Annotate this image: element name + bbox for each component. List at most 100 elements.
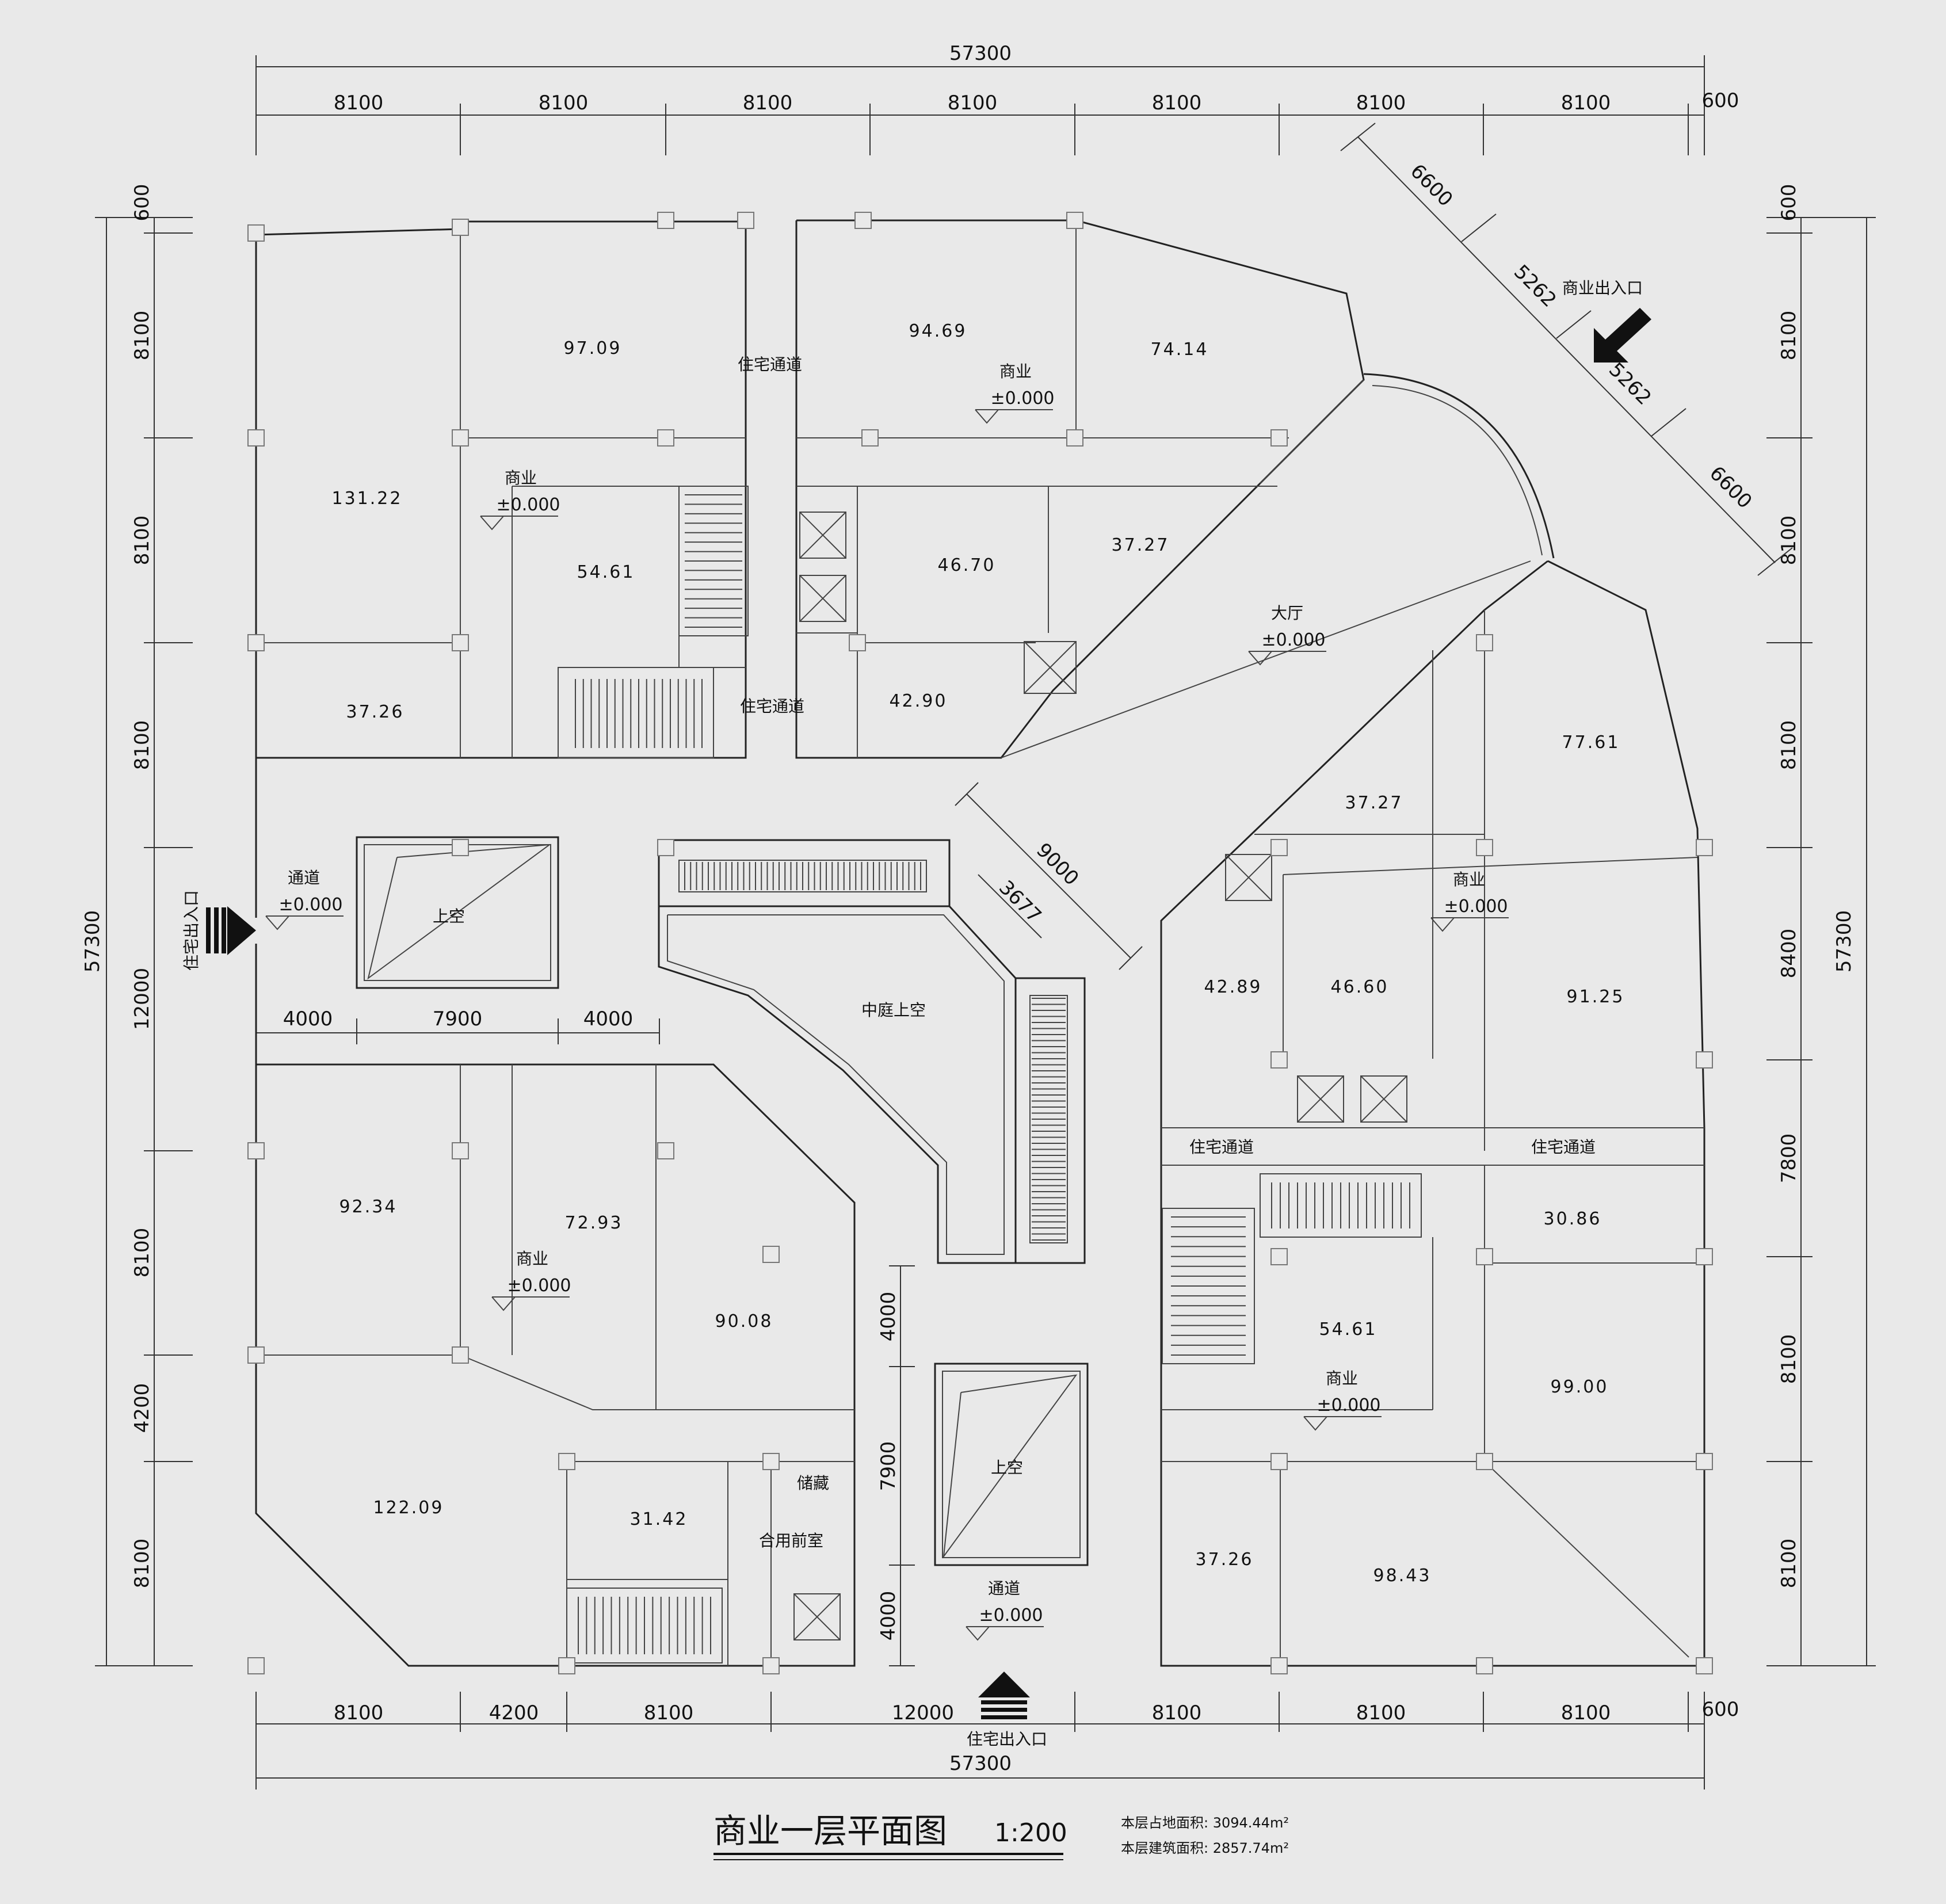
- dim-bottom-2: 4200: [489, 1701, 539, 1724]
- dim-atrium-3677: 3677: [994, 876, 1046, 927]
- elevation-lobby: ±0.000: [1261, 630, 1325, 650]
- residential-entrance-arrow-south: [978, 1672, 1030, 1719]
- dim-bottom-4: 12000: [892, 1701, 954, 1724]
- dim-left-3: 8100: [131, 516, 154, 566]
- shared-anteroom-label: 合用前室: [759, 1531, 823, 1550]
- dim-mid-col-2: 7900: [877, 1441, 900, 1491]
- dim-mid-col-3: 4000: [877, 1591, 900, 1641]
- atrium-void: [658, 905, 1017, 1264]
- commerce-label-se: 商业: [1326, 1369, 1358, 1388]
- room-area-37-26-nw: 37.26: [346, 702, 405, 722]
- room-area-92-34: 92.34: [339, 1197, 398, 1217]
- escalator-vertical: [1014, 977, 1086, 1264]
- dim-right-7: 8100: [1777, 1334, 1800, 1384]
- residential-entrance-label-west: 住宅出入口: [182, 890, 201, 971]
- dim-right-2: 8100: [1777, 311, 1800, 361]
- escalator-horizontal: [658, 839, 951, 907]
- void-label-west: 上空: [433, 907, 465, 926]
- room-area-46-70: 46.70: [938, 555, 996, 575]
- mid-row-dims: 4000 7900 4000: [255, 1008, 660, 1044]
- room-area-91-25: 91.25: [1567, 987, 1625, 1007]
- room-area-97-09: 97.09: [564, 338, 622, 358]
- residential-corridor-label-3: 住宅通道: [1189, 1138, 1254, 1157]
- dim-left-8: 8100: [131, 1539, 154, 1589]
- elevation-ne: ±0.000: [990, 388, 1054, 409]
- dim-diag-4: 6600: [1705, 461, 1756, 513]
- dim-bottom-total: 57300: [949, 1752, 1012, 1775]
- top-dimension-chain: 57300 8100 8100 8100 8100 8100 8100 8100…: [255, 42, 1739, 155]
- dim-top-8: 600: [1702, 89, 1739, 112]
- dim-top-total: 57300: [949, 42, 1012, 65]
- room-area-37-27-ne: 37.27: [1112, 535, 1170, 555]
- elevation-e: ±0.000: [1444, 896, 1508, 917]
- commercial-entrance-arrow: [1594, 308, 1651, 363]
- dim-right-total: 57300: [1833, 910, 1856, 972]
- dim-bottom-7: 8100: [1561, 1701, 1611, 1724]
- room-area-94-69: 94.69: [909, 321, 967, 341]
- dim-top-4: 8100: [948, 91, 998, 115]
- elevation-se: ±0.000: [1317, 1395, 1380, 1415]
- dim-right-5: 8400: [1777, 929, 1800, 979]
- dim-diag-3: 5262: [1604, 358, 1655, 409]
- dim-mid-row-3: 4000: [583, 1008, 634, 1031]
- exterior-walls: [255, 219, 1705, 1667]
- storage-label: 储藏: [797, 1474, 829, 1493]
- diagonal-dimension-chain: 6600 5262 5262 6600: [1340, 123, 1793, 576]
- commerce-label-nw: 商业: [505, 468, 537, 487]
- site-area-stat: 本层占地面积: 3094.44m²: [1121, 1815, 1289, 1831]
- elevator-east-3: [1360, 1075, 1407, 1123]
- atrium-void-label: 中庭上空: [861, 1001, 926, 1020]
- structural-columns: [247, 212, 1713, 1674]
- stair-nw-2: [558, 667, 714, 758]
- stair-east-1: [1260, 1173, 1422, 1238]
- room-area-54-61-nw: 54.61: [577, 562, 635, 582]
- residential-corridor-label-1: 住宅通道: [738, 355, 802, 374]
- elevation-passage-west: ±0.000: [278, 895, 342, 915]
- commercial-entrance-label: 商业出入口: [1562, 278, 1643, 297]
- room-area-72-93: 72.93: [565, 1213, 623, 1233]
- dim-top-1: 8100: [334, 91, 384, 115]
- interior-walls: [256, 220, 1704, 1666]
- dim-left-2: 8100: [131, 311, 154, 361]
- room-area-122-09: 122.09: [373, 1498, 444, 1518]
- dim-mid-row-2: 7900: [433, 1008, 483, 1031]
- room-area-37-26-se: 37.26: [1196, 1550, 1254, 1570]
- dim-right-4: 8100: [1777, 720, 1800, 770]
- void-label-south: 上空: [991, 1458, 1023, 1477]
- passage-label-south: 通道: [988, 1579, 1020, 1598]
- right-dimension-chain: 57300 600 8100 8100 8100 8400 7800 8100 …: [1766, 184, 1876, 1666]
- dim-right-1: 600: [1777, 184, 1800, 222]
- room-area-54-61-e: 54.61: [1319, 1319, 1378, 1340]
- dim-left-7: 4200: [131, 1383, 154, 1433]
- residential-entrance-arrow-west: [206, 906, 256, 955]
- title-block: 商业一层平面图 1:200 本层占地面积: 3094.44m² 本层建筑面积: …: [713, 1811, 1289, 1860]
- dim-bottom-6: 8100: [1356, 1701, 1406, 1724]
- room-area-30-86: 30.86: [1544, 1209, 1602, 1229]
- void-south: [934, 1363, 1089, 1566]
- room-area-99-00: 99.00: [1551, 1377, 1609, 1397]
- lobby-label: 大厅: [1271, 604, 1303, 623]
- dim-left-total: 57300: [81, 910, 104, 972]
- bottom-dimension-chain: 8100 4200 8100 12000 8100 8100 8100 600 …: [255, 1692, 1739, 1789]
- commerce-label-ne: 商业: [999, 362, 1032, 381]
- dim-mid-col-1: 4000: [877, 1292, 900, 1342]
- drawing-title: 商业一层平面图: [713, 1811, 947, 1850]
- elevator-lobby: [1024, 641, 1077, 694]
- dim-bottom-5: 8100: [1152, 1701, 1202, 1724]
- room-area-90-08: 90.08: [715, 1311, 773, 1331]
- dim-left-5: 12000: [131, 968, 154, 1030]
- dim-diag-2: 5262: [1509, 260, 1560, 311]
- dim-top-7: 8100: [1561, 91, 1611, 115]
- left-dimension-chain: 57300 600 8100 8100 8100 12000 8100 4200…: [81, 184, 193, 1666]
- elevation-nw: ±0.000: [496, 495, 560, 515]
- room-area-46-60: 46.60: [1331, 977, 1389, 997]
- room-area-31-42: 31.42: [630, 1509, 688, 1529]
- elevation-sw: ±0.000: [507, 1276, 571, 1296]
- dim-right-3: 8100: [1777, 516, 1800, 566]
- commerce-label-sw: 商业: [516, 1249, 548, 1268]
- elevator-east-1: [1225, 854, 1272, 901]
- dim-top-3: 8100: [743, 91, 793, 115]
- elevator-sw: [793, 1593, 841, 1640]
